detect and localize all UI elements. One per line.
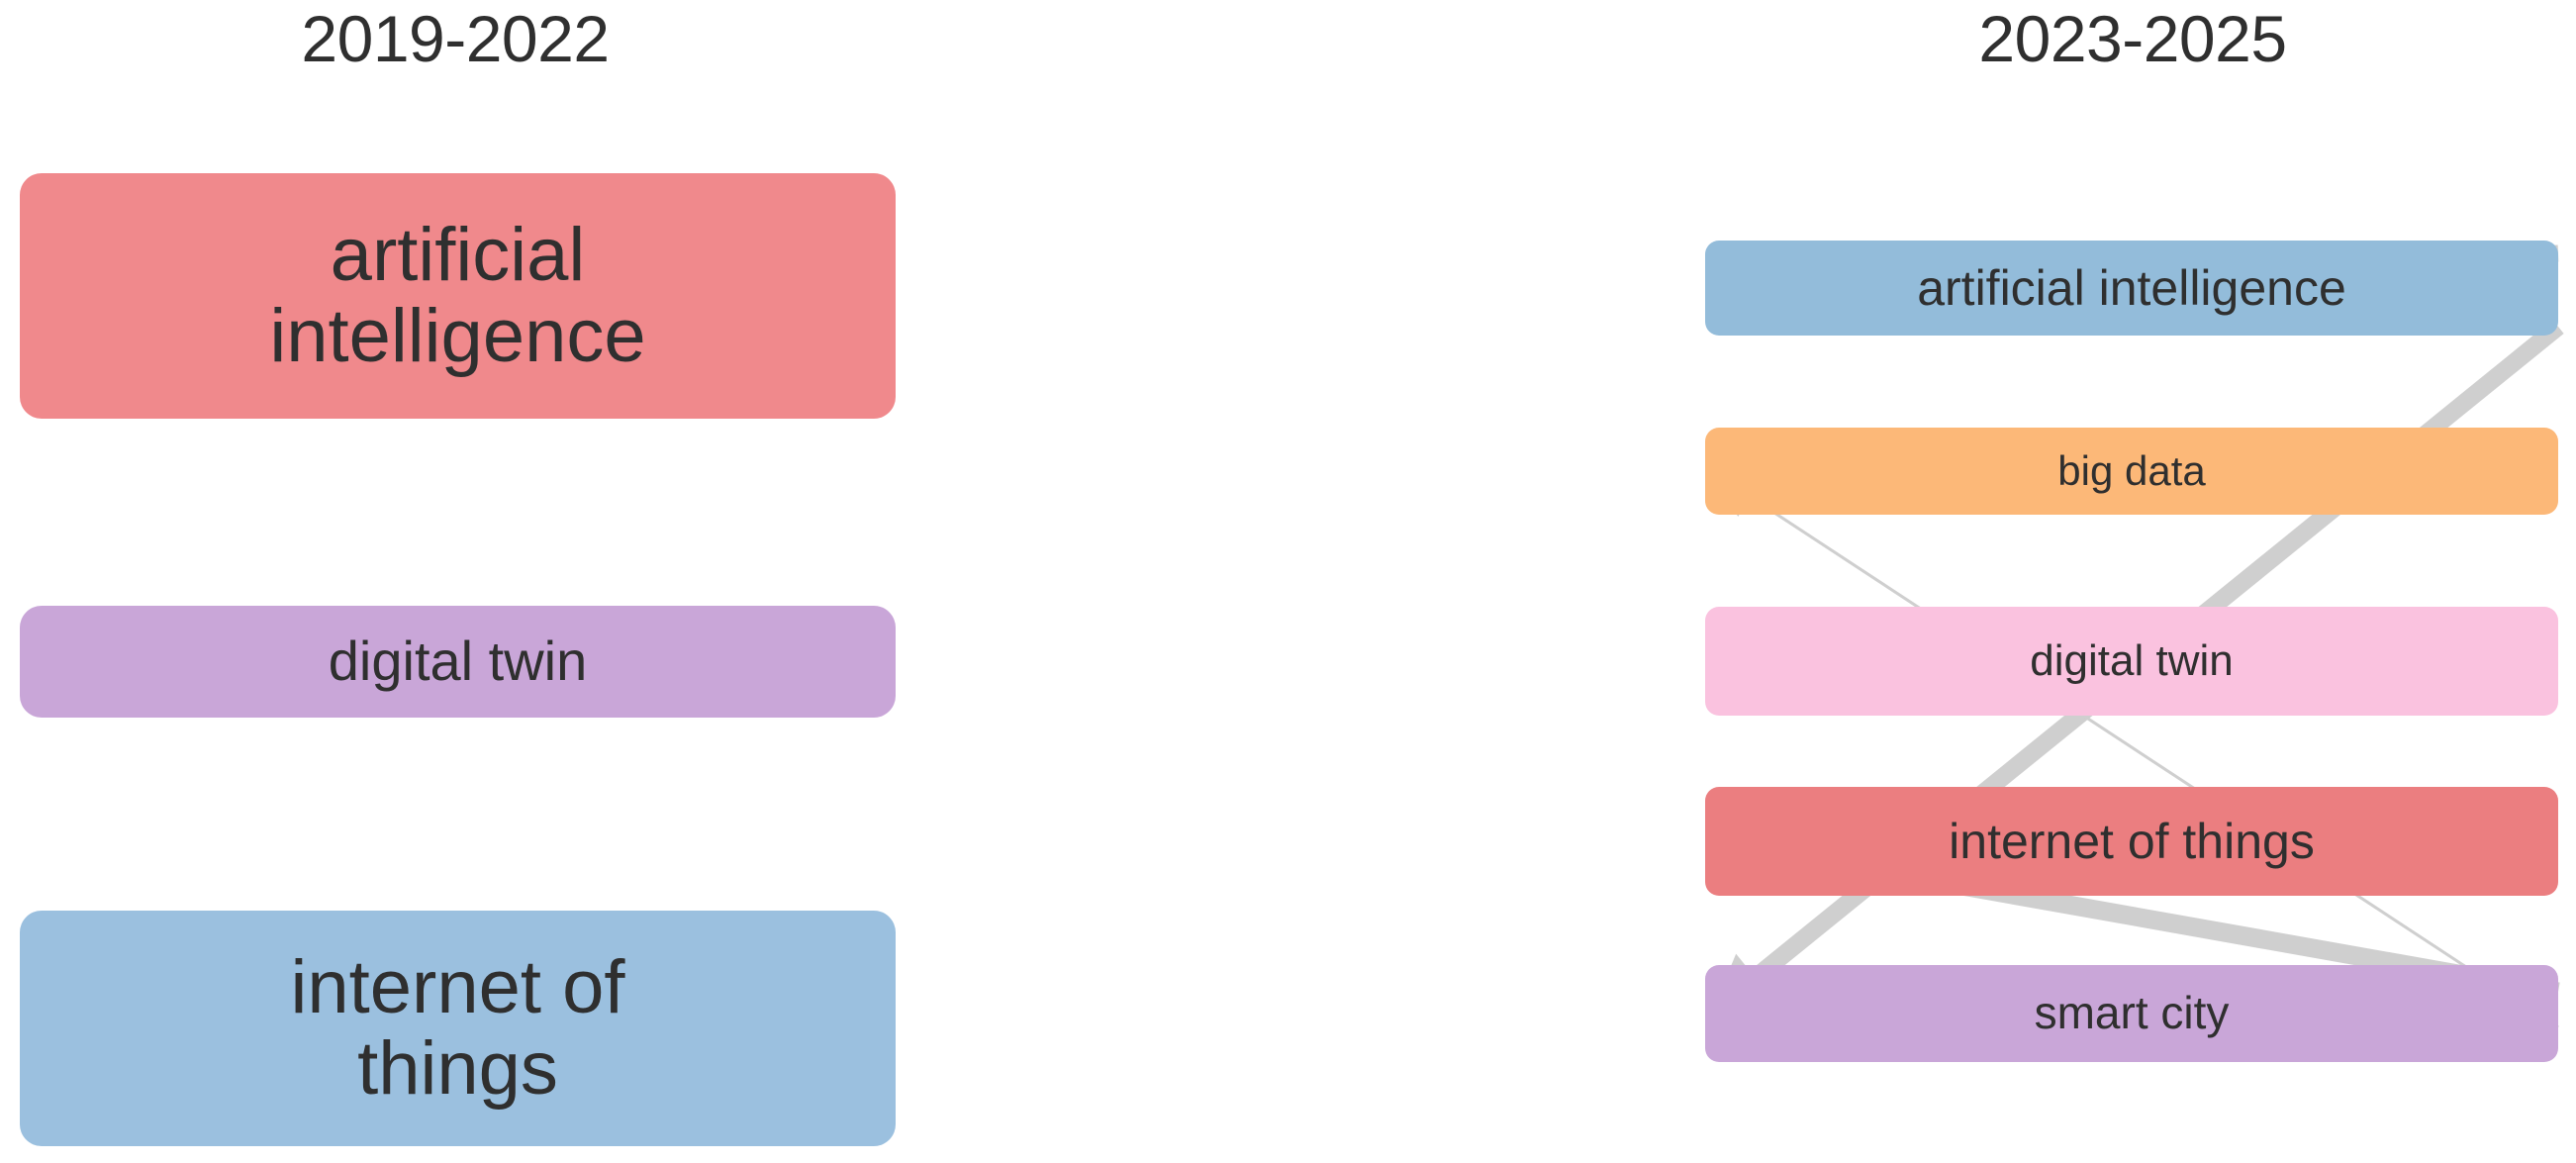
flow-node-l-iot[interactable]: internet of things	[20, 911, 896, 1146]
flow-node-label: internet of things	[1949, 814, 2315, 869]
flow-node-label: digital twin	[328, 630, 588, 693]
flow-node-r-iot[interactable]: internet of things	[1705, 787, 2558, 896]
flow-node-label: smart city	[2034, 987, 2230, 1039]
flow-node-label: artificial intelligence	[1917, 260, 2346, 316]
flow-node-r-sc[interactable]: smart city	[1705, 965, 2558, 1062]
flow-node-label: artificial intelligence	[269, 212, 646, 378]
flow-node-l-dt[interactable]: digital twin	[20, 606, 896, 718]
flow-node-r-ai[interactable]: artificial intelligence	[1705, 241, 2558, 336]
flow-node-label: internet of things	[290, 944, 625, 1111]
flow-node-l-ai[interactable]: artificial intelligence	[20, 173, 896, 419]
flow-node-label: big data	[2057, 447, 2206, 495]
flow-node-label: digital twin	[2030, 636, 2234, 686]
period-header-left: 2019-2022	[301, 2, 610, 75]
flow-node-r-dt[interactable]: digital twin	[1705, 607, 2558, 716]
period-header-right: 2023-2025	[1978, 2, 2287, 75]
flow-link-iot-to-bd[interactable]	[1711, 471, 2559, 1029]
flow-node-r-bd[interactable]: big data	[1705, 428, 2558, 515]
